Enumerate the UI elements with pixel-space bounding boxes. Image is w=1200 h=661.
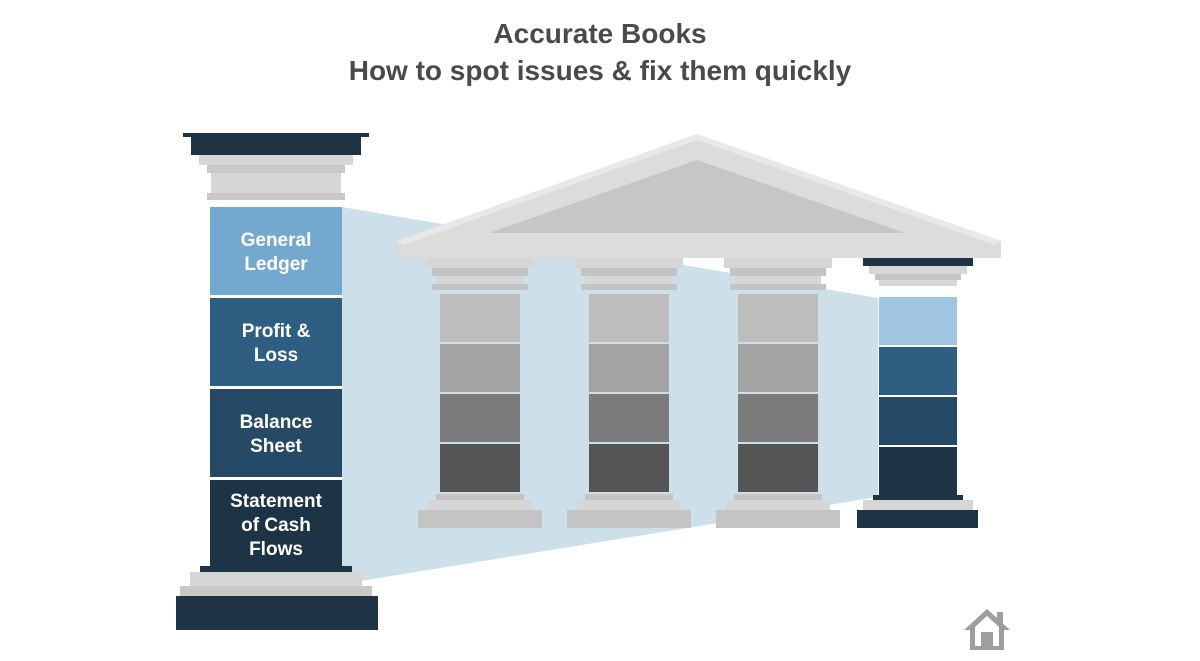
column-segment: [589, 294, 669, 342]
pillar-segment-2: [210, 298, 342, 386]
page-title: Accurate Books: [493, 18, 707, 49]
gray-column-3: [716, 258, 840, 528]
pillar-segment-label: of Cash: [241, 515, 311, 536]
gray-column-1: [418, 258, 542, 528]
pillar-segment-label: Flows: [249, 539, 303, 560]
pillar-segment-label: Ledger: [244, 254, 308, 275]
pillar-segment-label: Statement: [230, 491, 323, 512]
gray-column-2: [567, 258, 691, 528]
page-subtitle: How to spot issues & fix them quickly: [348, 55, 852, 86]
right-segment-2: [879, 347, 957, 395]
column-segment: [440, 344, 520, 392]
column-segment: [589, 344, 669, 392]
pillar-segment-3: [210, 389, 342, 477]
temple-roof: [397, 134, 1001, 258]
column-segment: [589, 444, 669, 492]
pillar-segment-1: [210, 207, 342, 295]
column-segment: [738, 394, 818, 442]
home-button[interactable]: [962, 606, 1012, 652]
right-segment-3: [879, 397, 957, 445]
right-blue-column: [857, 258, 978, 528]
pillar-segment-label: General: [241, 230, 312, 251]
home-icon: [964, 609, 1010, 650]
column-segment: [440, 394, 520, 442]
pillar-segment-label: Sheet: [250, 436, 302, 457]
column-segment: [589, 394, 669, 442]
column-segment: [440, 444, 520, 492]
right-segment-4: [879, 447, 957, 495]
column-segment: [738, 344, 818, 392]
column-segment: [738, 444, 818, 492]
pillar-segment-label: Balance: [240, 412, 313, 433]
column-segment: [440, 294, 520, 342]
pillar-segment-4: [210, 480, 342, 568]
column-segment: [738, 294, 818, 342]
pillar-segment-label: Loss: [254, 345, 298, 366]
pillar-segment-label: Profit &: [242, 321, 311, 342]
right-segment-1: [879, 297, 957, 345]
